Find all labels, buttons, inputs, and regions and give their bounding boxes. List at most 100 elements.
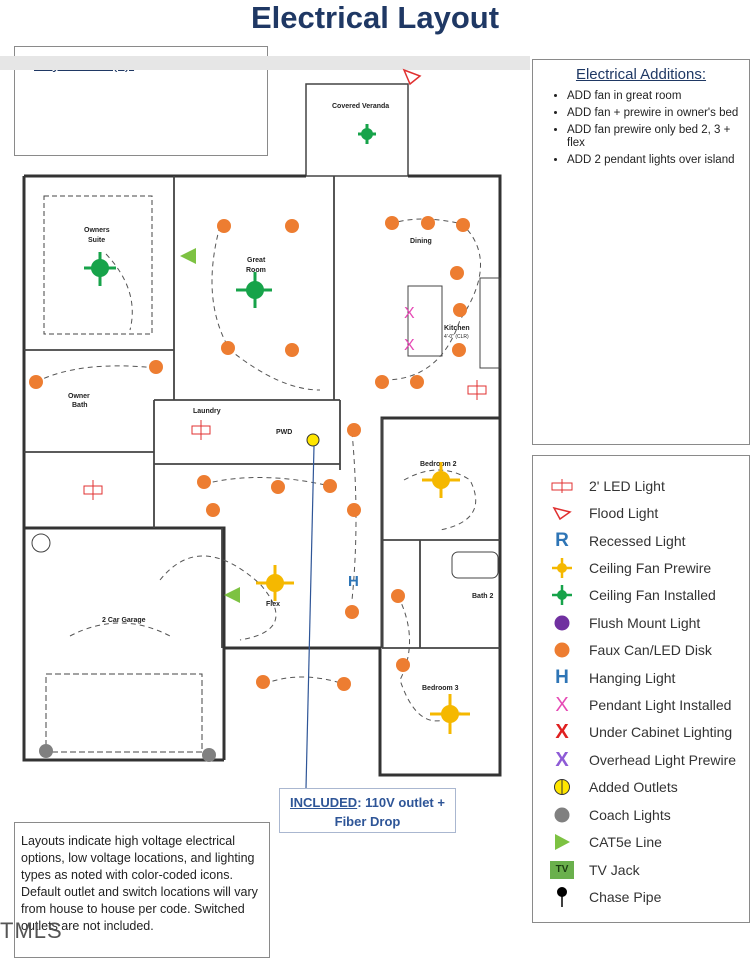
- room-label-bath: Bath: [72, 402, 88, 409]
- legend-row-pendant: X Pendant Light Installed: [549, 693, 731, 716]
- ceiling-fan-prewire-icon: [549, 558, 575, 578]
- cat5e-icon: [549, 832, 575, 852]
- legend-row-tv: TV TV Jack: [549, 860, 640, 880]
- additions-item: ADD fan prewire only bed 2, 3 + flex: [567, 124, 743, 150]
- included-text-line2: Fiber Drop: [334, 814, 401, 829]
- additions-list: ADD fan in great room ADD fan + prewire …: [541, 90, 743, 171]
- included-label: INCLUDED: [290, 795, 358, 810]
- bathtub: [451, 551, 499, 579]
- legend-row-flush: Flush Mount Light: [549, 613, 700, 633]
- hanging-light: H: [348, 573, 359, 590]
- additions-item: ADD 2 pendant lights over island: [567, 154, 743, 167]
- fan-hubs-green: [91, 128, 373, 299]
- flood-light: [402, 68, 422, 86]
- room-label-bath-2: Bath 2: [472, 593, 494, 600]
- kitchen-island: [407, 285, 443, 357]
- flood-light-icon: [549, 503, 575, 523]
- owners-suite-tray: [43, 195, 153, 335]
- legend-row-fan-prewire: Ceiling Fan Prewire: [549, 558, 711, 578]
- led-lights: [83, 380, 487, 500]
- room-label-pwd: PWD: [276, 429, 292, 436]
- note-box: Layouts indicate high voltage electrical…: [14, 822, 270, 958]
- legend-row-faux-can: Faux Can/LED Disk: [549, 640, 712, 660]
- legend-label: Under Cabinet Lighting: [589, 724, 733, 740]
- hanging-light-icon: H: [555, 667, 569, 688]
- room-label-bedroom-3: Bedroom 3: [422, 685, 459, 692]
- cat5e-great-room: [180, 248, 196, 264]
- overhead-prewire-icon: X: [555, 748, 569, 771]
- floor-plan: Covered Veranda Owners Suite Great Room …: [0, 56, 530, 789]
- legend-label: Ceiling Fan Prewire: [589, 560, 712, 576]
- room-label-kitchen: Kitchen: [444, 325, 470, 332]
- added-outlet: [306, 433, 320, 447]
- flush-mount-light-icon: [549, 613, 575, 633]
- room-label-veranda: Covered Veranda: [332, 103, 389, 110]
- room-label-dining: Dining: [410, 238, 432, 245]
- legend-label: Chase Pipe: [589, 889, 662, 905]
- fan-hubs-yellow: [266, 471, 459, 723]
- added-outlet-icon: [549, 777, 575, 797]
- pendant-light-icon: X: [555, 693, 569, 716]
- legend-row-overhead: X Overhead Light Prewire: [549, 748, 737, 771]
- garage-door-outline: [45, 673, 203, 753]
- legend-row-chase: Chase Pipe: [549, 887, 661, 907]
- room-label-owner-bath: Owner: [68, 393, 90, 400]
- legend-label: Added Outlets: [589, 779, 678, 795]
- room-label-flex: Flex: [266, 601, 280, 608]
- legend-row-under-cabinet: X Under Cabinet Lighting: [549, 720, 733, 743]
- room-label-great: Great: [247, 257, 266, 264]
- kitchen-dimension: 4'-0" (CLR): [444, 334, 469, 340]
- legend-label: 2' LED Light: [589, 478, 665, 494]
- veranda-outline: [305, 83, 409, 177]
- led-light-icon: [549, 476, 575, 496]
- room-label-suite: Suite: [88, 237, 105, 244]
- chase-pipe-icon: [549, 887, 575, 907]
- room-label-garage: 2 Car Garage: [102, 617, 146, 624]
- legend-label: Ceiling Fan Installed: [589, 587, 716, 603]
- legend-row-cat5e: CAT5e Line: [549, 832, 662, 852]
- legend-row-led: 2' LED Light: [549, 476, 665, 496]
- garage-water-heater: [31, 533, 51, 553]
- legend-row-fan-installed: Ceiling Fan Installed: [549, 585, 716, 605]
- pendant-light-2: X: [404, 337, 415, 354]
- additions-item: ADD fan + prewire in owner's bed: [567, 107, 743, 120]
- legend-label: Flush Mount Light: [589, 615, 701, 631]
- legend-label: TV Jack: [589, 862, 640, 878]
- room-label-owners: Owners: [84, 227, 110, 234]
- ceiling-fans-prewire: [256, 462, 470, 734]
- page-title: Electrical Layout: [250, 0, 500, 35]
- room-label-bedroom-2: Bedroom 2: [420, 461, 457, 468]
- legend-label: Flood Light: [589, 505, 659, 521]
- electrical-additions-box: Electrical Additions: ADD fan in great r…: [532, 59, 750, 445]
- additions-item: ADD fan in great room: [567, 90, 743, 103]
- cat5e-flex: [224, 587, 240, 603]
- under-cabinet-icon: X: [555, 720, 569, 743]
- faux-can-icon: [549, 640, 575, 660]
- legend-row-hanging: H Hanging Light: [549, 667, 676, 688]
- legend-label: Hanging Light: [589, 670, 676, 686]
- header-band: [0, 56, 530, 70]
- watermark: TMLS: [0, 918, 63, 943]
- legend-row-coach: Coach Lights: [549, 805, 671, 825]
- fiber-drop-leader: [305, 445, 315, 789]
- legend-box: 2' LED Light Flood Light R Recessed Ligh…: [532, 455, 750, 923]
- pendant-light-1: X: [404, 305, 415, 322]
- interior-walls: [24, 176, 500, 649]
- legend-label: Recessed Light: [589, 533, 686, 549]
- ceiling-fan-installed-icon: [549, 585, 575, 605]
- recessed-light-icon: R: [555, 530, 569, 551]
- legend-row-recessed: R Recessed Light: [549, 530, 686, 551]
- kitchen-counter: [479, 277, 501, 369]
- room-label-laundry: Laundry: [193, 408, 221, 415]
- legend-row-outlets: Added Outlets: [549, 777, 678, 797]
- note-text: Layouts indicate high voltage electrical…: [21, 834, 258, 933]
- legend-label: Overhead Light Prewire: [589, 752, 737, 768]
- legend-label: CAT5e Line: [589, 834, 662, 850]
- legend-row-flood: Flood Light: [549, 503, 658, 523]
- additions-title: Electrical Additions:: [575, 66, 707, 83]
- outer-walls: [22, 174, 502, 777]
- coach-light-icon: [549, 805, 575, 825]
- room-label-room: Room: [246, 267, 266, 274]
- legend-label: Coach Lights: [589, 807, 671, 823]
- legend-label: Faux Can/LED Disk: [589, 642, 712, 658]
